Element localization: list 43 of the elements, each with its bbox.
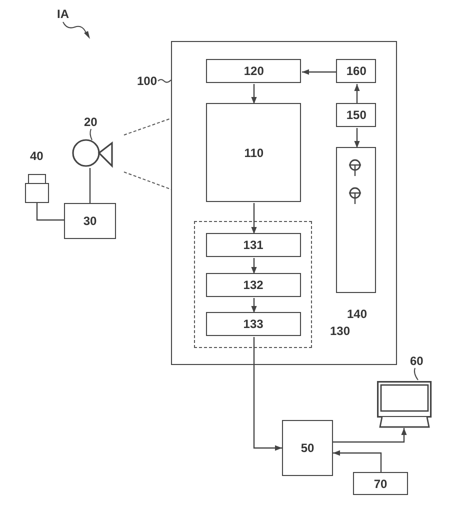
connector-arrow bbox=[251, 258, 257, 274]
connector-arrow bbox=[253, 337, 282, 451]
reference-numeral: 120 bbox=[244, 64, 264, 78]
reference-numeral: 150 bbox=[346, 108, 366, 122]
reference-numeral: 70 bbox=[374, 476, 388, 490]
figure-label: IA bbox=[57, 8, 69, 20]
reference-numeral: 30 bbox=[83, 214, 97, 228]
reference-numeral: 60 bbox=[410, 355, 424, 367]
dashed-group-box bbox=[194, 221, 312, 348]
block-box bbox=[206, 103, 302, 202]
reference-numeral: 132 bbox=[243, 278, 264, 292]
reference-numeral: 160 bbox=[346, 64, 366, 78]
block-box bbox=[336, 103, 376, 128]
block-box bbox=[64, 203, 116, 239]
reference-numeral: 140 bbox=[347, 308, 368, 320]
connector-arrow bbox=[36, 203, 64, 221]
connector-arrow bbox=[333, 428, 407, 443]
connector-arrow bbox=[354, 84, 360, 104]
connector-arrow bbox=[302, 69, 337, 75]
reference-numeral: 131 bbox=[243, 238, 264, 252]
reference-numeral: 100 bbox=[137, 75, 158, 87]
connector-arrow bbox=[251, 203, 257, 234]
block-box bbox=[282, 420, 333, 476]
monitor-drawing bbox=[377, 381, 432, 428]
reference-numeral: 110 bbox=[244, 146, 264, 160]
connector-arrow bbox=[251, 298, 257, 313]
reference-numeral: 50 bbox=[300, 441, 314, 455]
block-box bbox=[206, 232, 301, 257]
connector-arrow bbox=[333, 450, 382, 472]
block-box bbox=[353, 472, 408, 495]
connector-arrow bbox=[251, 84, 257, 104]
reference-numeral: 20 bbox=[84, 116, 98, 128]
reference-numeral: 130 bbox=[330, 325, 350, 337]
block-box bbox=[206, 59, 302, 84]
device-housing bbox=[171, 41, 397, 365]
camera-drawing bbox=[72, 139, 113, 168]
block-box bbox=[206, 312, 301, 336]
reference-numeral: 133 bbox=[243, 316, 264, 331]
reference-numeral: 40 bbox=[30, 150, 44, 162]
block-box bbox=[336, 59, 376, 84]
panel-box bbox=[336, 147, 376, 294]
block-box bbox=[206, 272, 301, 297]
connector-arrow bbox=[354, 128, 360, 148]
